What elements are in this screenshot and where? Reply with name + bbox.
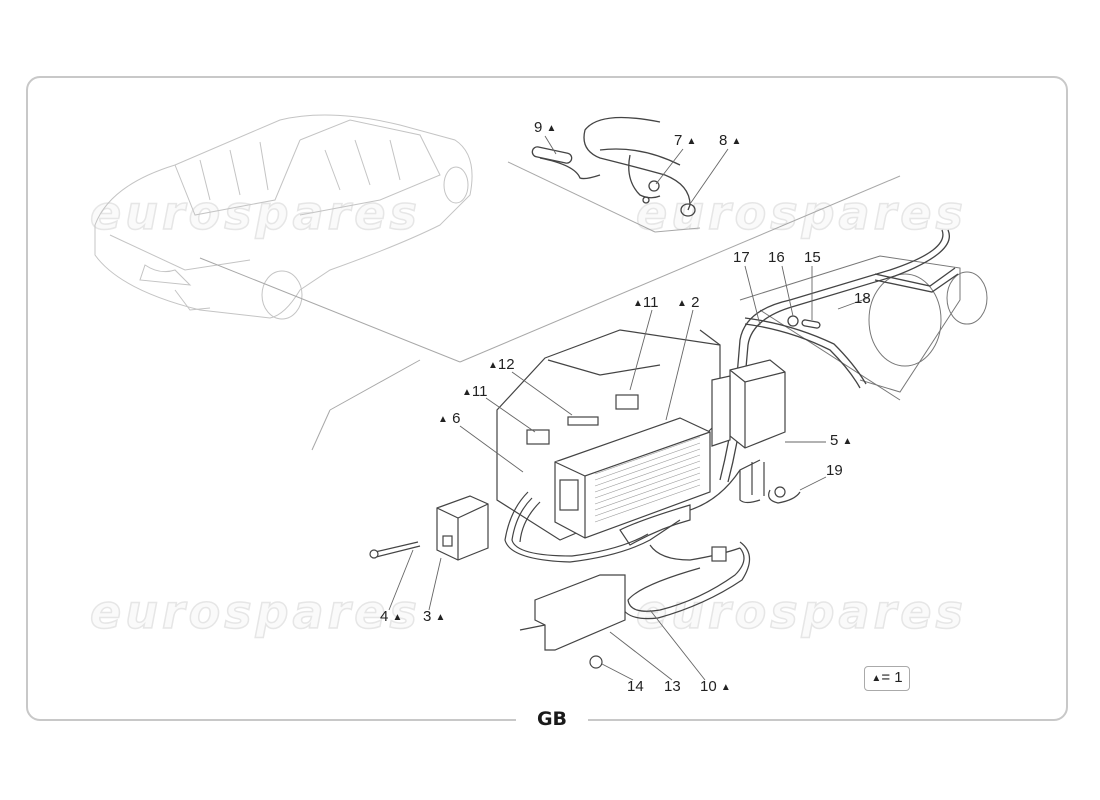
small-module: [436, 495, 489, 561]
callout-number: 4: [380, 608, 389, 625]
callout-18: 18: [854, 291, 871, 307]
marker-triangle-icon: ▲: [462, 387, 472, 398]
callout-number: 18: [854, 290, 871, 307]
callout-10: 10 ▲: [700, 679, 731, 696]
callout-8: 8 ▲: [719, 133, 741, 150]
callout-number: 12: [497, 356, 515, 373]
lower-bracket: [519, 574, 626, 651]
callout-2: ▲ 2: [677, 295, 699, 312]
rear-shelf-panel: [739, 255, 988, 401]
callout-7: 7 ▲: [674, 133, 696, 150]
callout-number: 16: [768, 249, 785, 266]
callout-number: 11: [642, 294, 659, 311]
callout-4: 4 ▲: [380, 609, 402, 626]
legend-text: = 1: [881, 669, 903, 686]
marker-triangle-icon: ▲: [488, 360, 498, 371]
callout-19: 19: [826, 463, 843, 479]
long-bolt: [369, 541, 421, 559]
callout-number: 7: [674, 132, 683, 149]
callout-11-top: ▲11: [633, 295, 658, 312]
callout-number: 19: [826, 462, 843, 479]
marker-triangle-icon: ▲: [392, 612, 403, 623]
leader-lines: [388, 135, 869, 681]
marker-triangle-icon: ▲: [731, 136, 742, 147]
callout-16: 16: [768, 250, 785, 266]
callout-11-left: ▲11: [462, 384, 487, 401]
marker-triangle-icon: ▲: [871, 673, 882, 684]
callout-17: 17: [733, 250, 750, 266]
marker-triangle-icon: ▲: [842, 436, 853, 447]
marker-triangle-icon: ▲: [720, 682, 731, 693]
callout-number: 14: [627, 678, 644, 695]
callout-number: 10: [700, 678, 717, 695]
callout-6: ▲ 6: [438, 411, 460, 428]
car-reference-drawing: [94, 114, 473, 320]
callout-12: ▲12: [488, 357, 515, 374]
callout-13: 13: [664, 679, 681, 695]
nut: [589, 655, 603, 669]
callout-14: 14: [627, 679, 644, 695]
callout-number: 11: [471, 383, 488, 400]
callout-3: 3 ▲: [423, 609, 445, 626]
marker-triangle-icon: ▲: [435, 612, 446, 623]
perspective-lines: [199, 161, 901, 451]
callout-number: 8: [719, 132, 728, 149]
callout-number: 15: [804, 249, 821, 266]
antenna-cable-assembly: [531, 116, 696, 217]
region-label: GB: [536, 708, 568, 730]
callout-number: 6: [452, 410, 461, 427]
marker-triangle-icon: ▲: [686, 136, 697, 147]
callout-number: 2: [691, 294, 700, 311]
marker-triangle-icon: ▲: [633, 298, 643, 309]
quantity-legend: ▲= 1: [864, 666, 910, 691]
marker-triangle-icon: ▲: [438, 414, 448, 425]
frame-gap: [516, 708, 588, 736]
callout-number: 13: [664, 678, 681, 695]
wiring-harness: [504, 459, 801, 620]
callout-number: 9: [534, 119, 543, 136]
amplifier-unit: [554, 417, 711, 539]
callout-5: 5 ▲: [830, 433, 852, 450]
callout-15: 15: [804, 250, 821, 266]
callout-9: 9 ▲: [534, 120, 556, 137]
marker-triangle-icon: ▲: [677, 298, 687, 309]
callout-number: 17: [733, 249, 750, 266]
control-module: [711, 359, 786, 449]
marker-triangle-icon: ▲: [546, 123, 557, 134]
callout-number: 5: [830, 432, 839, 449]
callout-number: 3: [423, 608, 432, 625]
